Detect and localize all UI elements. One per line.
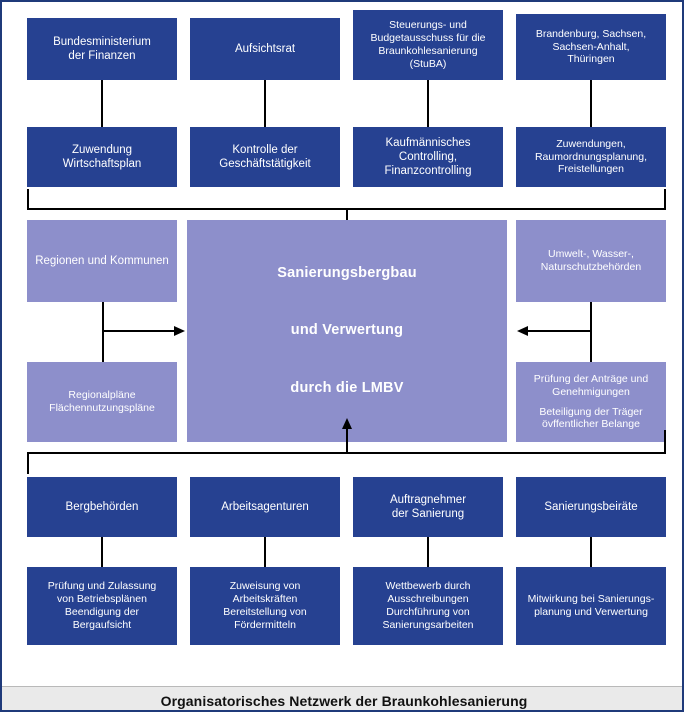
box-label: Arbeitsagenturen bbox=[221, 500, 309, 513]
box-label: Regionen und Kommunen bbox=[35, 254, 169, 267]
arrow-shaft-left-to-centre bbox=[102, 330, 176, 332]
connector-line-stuba bbox=[427, 80, 429, 127]
box-label-paragraph-2: Beteiligung der Träger övffentlicher Bel… bbox=[539, 405, 643, 431]
bracket-bottom-right-stub bbox=[664, 430, 666, 453]
bracket-bottom-left-stub bbox=[27, 452, 29, 474]
arrow-shaft-bottom-to-centre bbox=[346, 428, 348, 453]
caption-text: Organisatorisches Netzwerk der Braunkohl… bbox=[160, 692, 528, 709]
box-auftragnehmer-der-sanierung[interactable]: Auftragnehmer der Sanierung bbox=[353, 477, 503, 537]
connector-line-sanierungsbeiraete bbox=[590, 537, 592, 567]
connector-line-right-column bbox=[590, 302, 592, 362]
box-sanierungsbergbau-lmbv[interactable]: Sanierungsbergbau und Verwertung durch d… bbox=[187, 220, 507, 442]
box-label: Brandenburg, Sachsen, Sachsen-Anhalt, Th… bbox=[535, 27, 647, 66]
box-stuba[interactable]: Steuerungs- und Budgetausschuss für die … bbox=[353, 10, 503, 80]
arrow-head-left-to-centre bbox=[517, 325, 528, 336]
box-pruefung-zulassung-betriebsplaene[interactable]: Prüfung und Zulassung von Betriebsplänen… bbox=[27, 567, 177, 645]
box-kontrolle-geschaeftstaetigkeit[interactable]: Kontrolle der Geschäftstätigkeit bbox=[190, 127, 340, 187]
box-zuwendungen-raumordnungsplanung[interactable]: Zuwendungen, Raumordnungsplanung, Freist… bbox=[516, 127, 666, 187]
box-label: Umwelt-, Wasser-, Naturschutzbehörden bbox=[540, 248, 642, 273]
box-laender[interactable]: Brandenburg, Sachsen, Sachsen-Anhalt, Th… bbox=[516, 14, 666, 80]
centre-label-line-1: Sanierungsbergbau bbox=[277, 264, 417, 281]
box-zuweisung-arbeitskraefte[interactable]: Zuweisung von Arbeitskräften Bereitstell… bbox=[190, 567, 340, 645]
connector-line-auftragnehmer bbox=[427, 537, 429, 567]
connector-line-arbeitsagenturen bbox=[264, 537, 266, 567]
centre-label-line-2: und Verwertung bbox=[290, 322, 404, 339]
bracket-top-right-stub bbox=[664, 189, 666, 210]
box-umwelt-wasser-naturschutzbehoerden[interactable]: Umwelt-, Wasser-, Naturschutzbehörden bbox=[516, 220, 666, 302]
box-label: Sanierungsbeiräte bbox=[544, 500, 638, 513]
box-arbeitsagenturen[interactable]: Arbeitsagenturen bbox=[190, 477, 340, 537]
connector-line-aufsichtsrat bbox=[264, 80, 266, 127]
connector-line-left-column bbox=[102, 302, 104, 362]
box-label-paragraph-1: Prüfung der Anträge und Genehmigungen bbox=[533, 372, 649, 398]
box-regionalplaene[interactable]: Regionalpläne Flächennutzungspläne bbox=[27, 362, 177, 442]
arrow-head-right-to-centre bbox=[174, 325, 185, 336]
caption-bar: Organisatorisches Netzwerk der Braunkohl… bbox=[2, 686, 682, 710]
box-kaufmaennisches-controlling[interactable]: Kaufmännisches Controlling, Finanzcontro… bbox=[353, 127, 503, 187]
arrow-shaft-right-to-centre bbox=[528, 330, 591, 332]
box-bergbehoerden[interactable]: Bergbehörden bbox=[27, 477, 177, 537]
bracket-top-left-stub bbox=[27, 189, 29, 210]
box-mitwirkung-sanierungsplanung[interactable]: Mitwirkung bei Sanierungs- planung und V… bbox=[516, 567, 666, 645]
box-label: Kaufmännisches Controlling, Finanzcontro… bbox=[384, 136, 472, 177]
box-aufsichtsrat[interactable]: Aufsichtsrat bbox=[190, 18, 340, 80]
box-label: Zuwendungen, Raumordnungsplanung, Freist… bbox=[534, 137, 648, 176]
arrow-head-up-to-centre bbox=[341, 418, 352, 429]
centre-label: Sanierungsbergbau und Verwertung durch d… bbox=[277, 235, 417, 427]
box-regionen-und-kommunen[interactable]: Regionen und Kommunen bbox=[27, 220, 177, 302]
box-label: Auftragnehmer der Sanierung bbox=[389, 493, 467, 520]
box-label: Steuerungs- und Budgetausschuss für die … bbox=[370, 19, 486, 70]
connector-line-finanzen bbox=[101, 80, 103, 127]
centre-label-line-3: durch die LMBV bbox=[290, 380, 404, 397]
box-bundesministerium-der-finanzen[interactable]: Bundesministerium der Finanzen bbox=[27, 18, 177, 80]
box-zuwendung-wirtschaftsplan[interactable]: Zuwendung Wirtschaftsplan bbox=[27, 127, 177, 187]
box-label: Zuweisung von Arbeitskräften Bereitstell… bbox=[223, 580, 307, 631]
box-pruefung-antraege-genehmigungen[interactable]: Prüfung der Anträge und Genehmigungen Be… bbox=[516, 362, 666, 442]
box-wettbewerb-ausschreibungen[interactable]: Wettbewerb durch Ausschreibungen Durchfü… bbox=[353, 567, 503, 645]
connector-line-laender bbox=[590, 80, 592, 127]
box-label: Regionalpläne Flächennutzungspläne bbox=[49, 389, 155, 414]
box-label: Bergbehörden bbox=[65, 500, 139, 513]
box-label: Bundesministerium der Finanzen bbox=[53, 35, 151, 62]
box-label: Aufsichtsrat bbox=[234, 42, 296, 55]
box-label: Prüfung und Zulassung von Betriebsplänen… bbox=[47, 580, 157, 631]
box-label: Zuwendung Wirtschaftsplan bbox=[62, 143, 142, 170]
box-label: Mitwirkung bei Sanierungs- planung und V… bbox=[527, 593, 655, 618]
box-sanierungsbeiraete[interactable]: Sanierungsbeiräte bbox=[516, 477, 666, 537]
connector-line-bergbehoerden bbox=[101, 537, 103, 567]
box-label: Wettbewerb durch Ausschreibungen Durchfü… bbox=[382, 580, 474, 631]
box-label: Kontrolle der Geschäftstätigkeit bbox=[219, 143, 311, 170]
